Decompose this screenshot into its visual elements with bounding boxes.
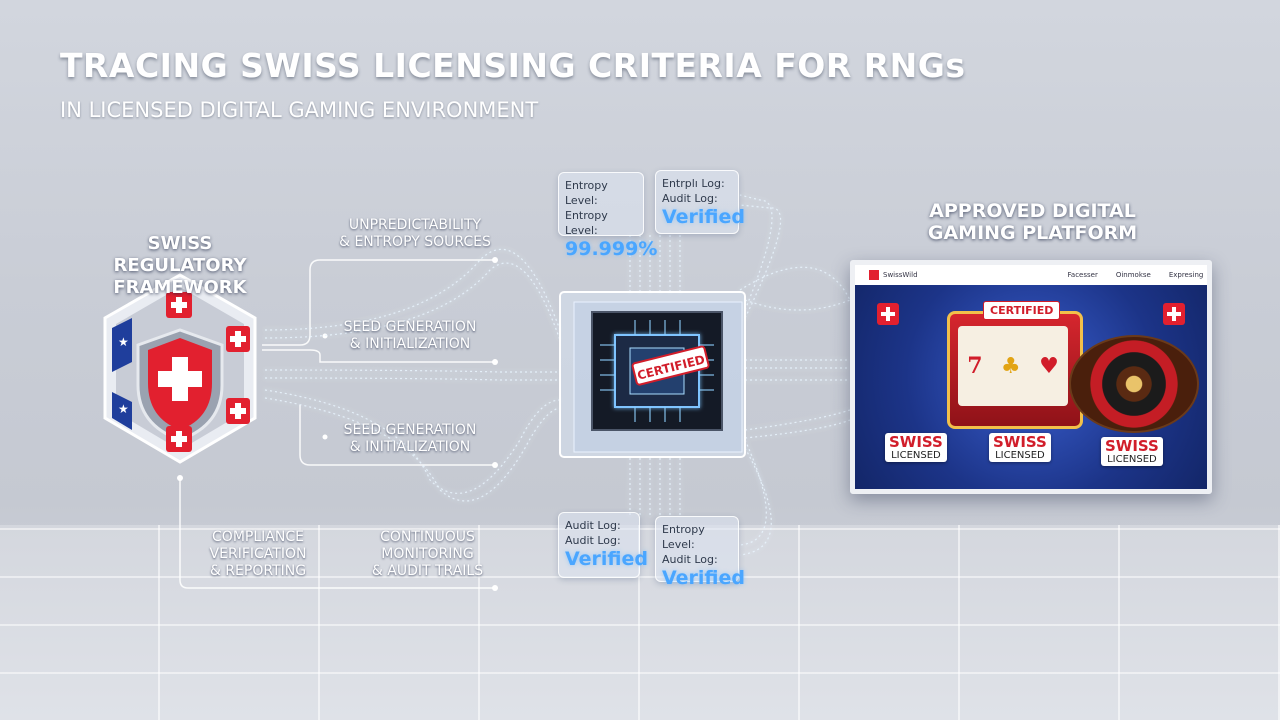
badge-2-swiss: SWISS — [993, 433, 1047, 451]
card-audit-bottom-right-line1: Entropy Level: — [662, 523, 705, 551]
nav-item-3[interactable]: Expresing — [1168, 271, 1204, 279]
card-audit-top: Entrplı Log: Audit Log: Verified — [655, 170, 746, 234]
certified-banner: CERTIFIED — [983, 301, 1061, 320]
card-audit-bottom-left: Audit Log: Audit Log: Verified — [558, 512, 649, 578]
nav-item-1[interactable]: Facesser — [1067, 271, 1098, 279]
card-audit-top-line2: Audit Log: — [662, 192, 718, 205]
platform-heading-line1: APPROVED DIGITAL — [929, 200, 1136, 222]
nav-item-2[interactable]: Oinmokse — [1115, 271, 1151, 279]
criterion-compliance: COMPLIANCE VERIFICATION & REPORTING — [193, 529, 323, 580]
badge-1-swiss: SWISS — [889, 433, 943, 451]
swiss-licensed-badge-1: SWISS LICENSED — [885, 433, 947, 462]
criterion-monitoring-line1: CONTINUOUS — [380, 529, 475, 545]
card-audit-bottom-right: Entropy Level: Audit Log: Verified — [655, 516, 745, 589]
platform-heading-line2: GAMING PLATFORM — [927, 222, 1138, 244]
rng-chip-icon — [559, 291, 746, 458]
slot-reel-2: ♣ — [1000, 353, 1021, 379]
swiss-licensed-badge-2: SWISS LICENSED — [989, 433, 1051, 462]
card-audit-top-value: Verified — [662, 206, 746, 228]
criterion-entropy: UNPREDICTABILITY & ENTROPY SOURCES — [330, 217, 500, 251]
card-audit-bottom-left-line1: Audit Log: — [565, 519, 621, 532]
badge-3-licensed: LICENSED — [1107, 454, 1157, 465]
slot-machine-icon: 7 ♣ ♥ — [947, 311, 1083, 429]
criterion-seed-1-line1: SEED GENERATION — [343, 319, 477, 335]
card-audit-bottom-right-value: Verified — [662, 567, 746, 589]
card-entropy-top-line2: Entropy Level: — [565, 209, 608, 237]
svg-text:★: ★ — [118, 402, 129, 416]
framework-heading: SWISS REGULATORY FRAMEWORK — [80, 233, 280, 299]
badge-1-licensed: LICENSED — [891, 450, 941, 461]
card-audit-bottom-right-line2: Audit Log: — [662, 553, 718, 566]
roulette-wheel-icon — [1069, 335, 1199, 433]
criterion-compliance-line1: COMPLIANCE — [212, 529, 304, 545]
page-subtitle: IN LICENSED DIGITAL GAMING ENVIRONMENT — [60, 98, 539, 122]
page-title: TRACING SWISS LICENSING CRITERIA FOR RNG… — [60, 46, 966, 85]
swiss-cross-right-icon — [1163, 303, 1185, 325]
criterion-compliance-line2: VERIFICATION — [209, 546, 307, 562]
criterion-monitoring-line2: MONITORING — [381, 546, 474, 562]
platform-heading: APPROVED DIGITAL GAMING PLATFORM — [920, 200, 1145, 244]
criterion-seed-2: SEED GENERATION & INITIALIZATION — [330, 422, 490, 456]
card-entropy-top-line1: Entropy Level: — [565, 179, 608, 207]
card-audit-bottom-left-value: Verified — [565, 548, 649, 570]
card-audit-top-line1: Entrplı Log: — [662, 177, 725, 190]
swiss-licensed-badge-3: SWISS LICENSED — [1101, 437, 1163, 466]
card-entropy-top-value: 99.999% — [565, 238, 658, 260]
slot-reel-1: 7 — [967, 353, 983, 379]
platform-nav-bar: SwissWild Facesser Oinmokse Expresing — [855, 265, 1207, 285]
badge-2-licensed: LICENSED — [995, 450, 1045, 461]
criterion-entropy-line2: & ENTROPY SOURCES — [339, 234, 491, 250]
svg-text:★: ★ — [118, 335, 129, 349]
criterion-seed-1-line2: & INITIALIZATION — [349, 336, 471, 352]
criterion-monitoring: CONTINUOUS MONITORING & AUDIT TRAILS — [360, 529, 495, 580]
swiss-flag-icon — [869, 270, 879, 280]
criterion-entropy-line1: UNPREDICTABILITY — [348, 217, 482, 233]
swiss-shield-icon: ★ ★ — [103, 273, 257, 464]
criterion-seed-2-line1: SEED GENERATION — [343, 422, 477, 438]
framework-heading-line2: FRAMEWORK — [113, 277, 247, 298]
slot-reel-3: ♥ — [1039, 353, 1059, 379]
card-entropy-top: Entropy Level: Entropy Level: 99.999% — [558, 172, 657, 260]
badge-3-swiss: SWISS — [1105, 437, 1159, 455]
platform-brand: SwissWild — [883, 271, 918, 279]
framework-heading-line1: SWISS REGULATORY — [113, 233, 247, 276]
criterion-seed-2-line2: & INITIALIZATION — [349, 439, 471, 455]
criterion-seed-1: SEED GENERATION & INITIALIZATION — [330, 319, 490, 353]
swiss-cross-left-icon — [877, 303, 899, 325]
floor — [0, 525, 1280, 720]
card-audit-bottom-left-line2: Audit Log: — [565, 534, 621, 547]
gaming-platform-screen: SwissWild Facesser Oinmokse Expresing 7 … — [850, 260, 1212, 494]
criterion-compliance-line3: & REPORTING — [209, 563, 307, 579]
criterion-monitoring-line3: & AUDIT TRAILS — [371, 563, 484, 579]
